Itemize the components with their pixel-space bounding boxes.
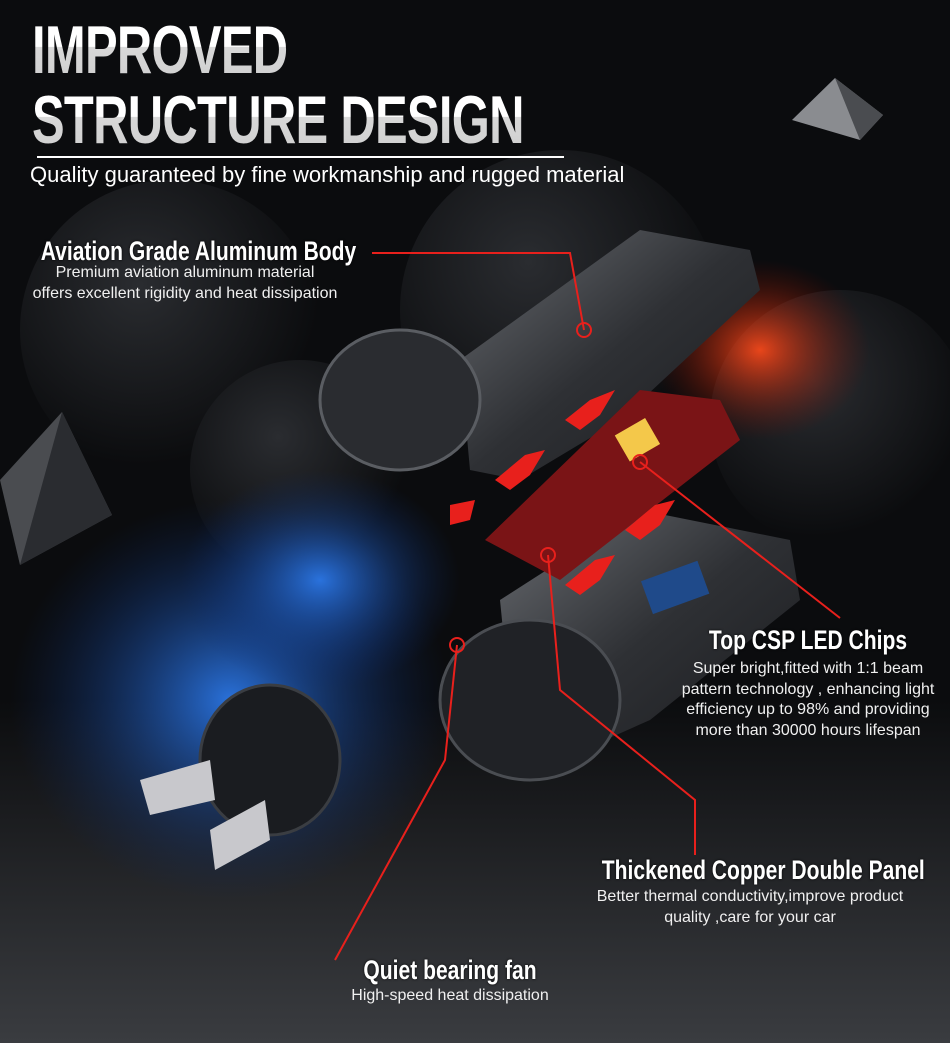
callout-title: Thickened Copper Double Panel (601, 855, 925, 885)
callout-fan: Quiet bearing fan High-speed heat dissip… (320, 955, 580, 1007)
callout-aluminum-body: Aviation Grade Aluminum Body Premium avi… (0, 236, 370, 304)
callout-line: High-speed heat dissipation (351, 987, 549, 1004)
callout-title: Aviation Grade Aluminum Body (40, 236, 357, 266)
callout-line: Premium aviation aluminum material (55, 264, 315, 281)
subtitle: Quality guaranteed by fine workmanship a… (30, 162, 625, 187)
callout-line: Super bright,fitted with 1:1 beam (692, 660, 924, 677)
callout-led-chips: Top CSP LED Chips Super bright,fitted wi… (668, 625, 948, 741)
title-line-2: STRUCTURE DESIGN (32, 82, 524, 158)
title-line-1: IMPROVED (32, 12, 288, 88)
callout-copper-panel: Thickened Copper Double Panel Better the… (560, 855, 940, 928)
callout-title: Top CSP LED Chips (708, 625, 908, 655)
callout-line: pattern technology , enhancing light (681, 680, 935, 698)
callout-line: quality ,care for your car (664, 908, 836, 926)
callout-line: offers excellent rigidity and heat dissi… (32, 284, 338, 302)
callout-line: more than 30000 hours lifespan (695, 721, 921, 739)
title-divider (37, 156, 564, 158)
callout-line: efficiency up to 98% and providing (686, 701, 930, 718)
callout-line: Better thermal conductivity,improve prod… (596, 888, 904, 905)
callout-title: Quiet bearing fan (363, 955, 537, 985)
